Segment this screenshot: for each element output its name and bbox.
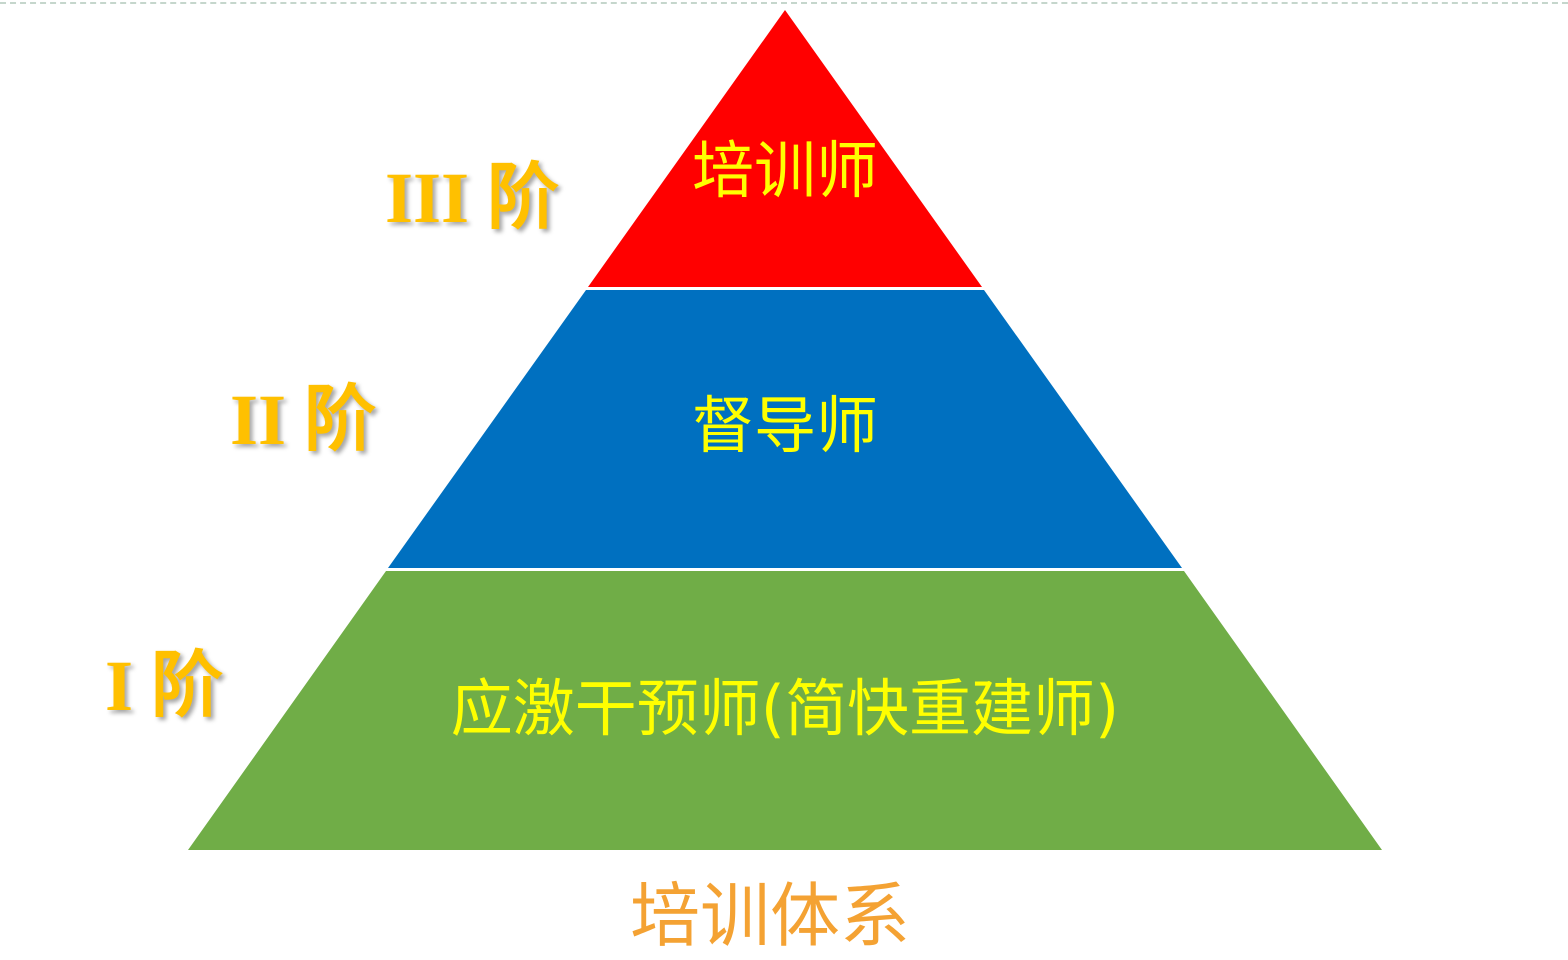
tier-1-band (188, 571, 1382, 850)
tier-3-level: III 阶 (385, 158, 559, 238)
tier-2-level: II 阶 (230, 380, 376, 460)
top-dashed-border (0, 2, 1568, 4)
tier-3-label: 培训师 (692, 134, 878, 207)
tier-2-band (388, 290, 1182, 568)
tier-1-level: I 阶 (105, 646, 223, 726)
diagram-title: 培训体系 (630, 875, 910, 957)
tier-2-label: 督导师 (692, 389, 878, 462)
tier-3-band (588, 10, 982, 287)
tier-1-label: 应激干预师(简快重建师) (451, 672, 1119, 745)
